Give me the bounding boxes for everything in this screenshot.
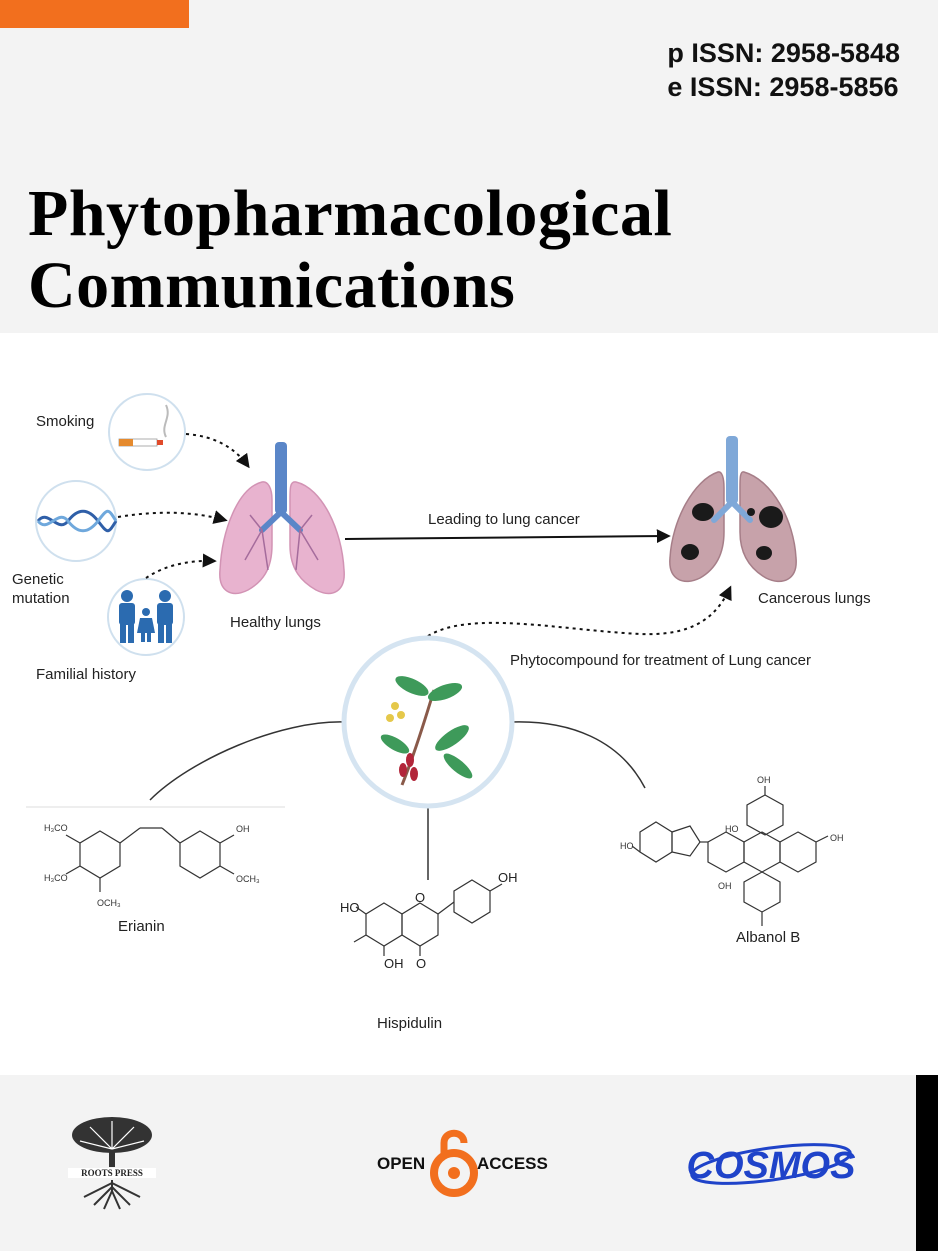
healthy-lungs-icon bbox=[219, 442, 345, 595]
hispidulin-structure bbox=[353, 879, 503, 956]
hispidulin-oh-bottom: OH bbox=[384, 956, 404, 971]
journal-title-line2: Communications bbox=[28, 249, 516, 322]
cosmos-logo: COSMOS bbox=[687, 1143, 856, 1187]
phytocompound-label: Phytocompound for treatment of Lung canc… bbox=[510, 652, 811, 669]
healthy-lungs-label: Healthy lungs bbox=[230, 614, 321, 631]
graphical-abstract: Smoking Genetic mutation Familial histor… bbox=[12, 393, 871, 1032]
smoking-label: Smoking bbox=[36, 413, 94, 430]
erianin-h3co-1: H₃CO bbox=[44, 823, 68, 833]
p-issn: p ISSN: 2958-5848 bbox=[667, 38, 900, 68]
roots-press-logo: ROOTS PRESS bbox=[68, 1117, 156, 1210]
erianin-oh: OH bbox=[236, 824, 250, 834]
hispidulin-ho: HO bbox=[340, 900, 360, 915]
erianin-h3co-2: H₃CO bbox=[44, 873, 68, 883]
smoking-icon bbox=[108, 393, 186, 471]
access-text: ACCESS bbox=[477, 1154, 548, 1173]
hispidulin-oh-top: OH bbox=[498, 870, 518, 885]
arc-to-albanol bbox=[510, 721, 646, 789]
header-band bbox=[0, 0, 938, 333]
albanol-ho-left: HO bbox=[620, 841, 634, 851]
erianin-label: Erianin bbox=[118, 918, 165, 935]
hispidulin-o-ring: O bbox=[415, 890, 425, 905]
journal-title-line1: Phytopharmacological bbox=[28, 177, 673, 250]
albanol-b-structure bbox=[631, 786, 829, 926]
leading-arrow bbox=[344, 529, 671, 544]
leading-label: Leading to lung cancer bbox=[428, 511, 580, 528]
issn-block: p ISSN: 2958-5848 e ISSN: 2958-5856 bbox=[667, 36, 900, 104]
albanol-b-label: Albanol B bbox=[736, 929, 800, 946]
cancerous-lungs-icon bbox=[669, 436, 797, 583]
family-icon bbox=[107, 578, 185, 656]
smoking-arrow bbox=[185, 433, 250, 469]
cosmos-text: COSMOS bbox=[687, 1145, 856, 1187]
albanol-oh-top: OH bbox=[757, 775, 771, 785]
journal-title: Phytopharmacological Communications bbox=[28, 178, 672, 322]
genetic-label-line2: mutation bbox=[12, 590, 70, 607]
roots-press-text: ROOTS PRESS bbox=[81, 1168, 143, 1178]
erianin-och3-1: OCH₃ bbox=[97, 898, 121, 908]
genetic-arrow bbox=[117, 510, 228, 524]
familial-label: Familial history bbox=[36, 666, 137, 683]
albanol-oh-bottom: OH bbox=[718, 881, 732, 891]
e-issn: e ISSN: 2958-5856 bbox=[667, 72, 899, 102]
phytocompound-arrow bbox=[427, 585, 732, 637]
familial-arrow bbox=[145, 553, 217, 579]
hispidulin-o-ketone: O bbox=[416, 956, 426, 971]
erianin-structure bbox=[26, 806, 285, 892]
genetic-label-line1: Genetic bbox=[12, 571, 64, 588]
cancerous-lungs-label: Cancerous lungs bbox=[758, 590, 871, 607]
albanol-oh-right: OH bbox=[830, 833, 844, 843]
open-access-logo: OPEN ACCESS bbox=[377, 1129, 548, 1197]
orange-accent-tab bbox=[0, 0, 189, 28]
plant-icon bbox=[341, 635, 515, 809]
black-edge-bar bbox=[916, 1075, 938, 1251]
albanol-ho-mid: HO bbox=[725, 824, 739, 834]
arc-to-erianin bbox=[149, 721, 346, 801]
open-text: OPEN bbox=[377, 1154, 425, 1173]
hispidulin-label: Hispidulin bbox=[377, 1015, 442, 1032]
erianin-och3-2: OCH₃ bbox=[236, 874, 260, 884]
dna-icon bbox=[35, 480, 118, 562]
